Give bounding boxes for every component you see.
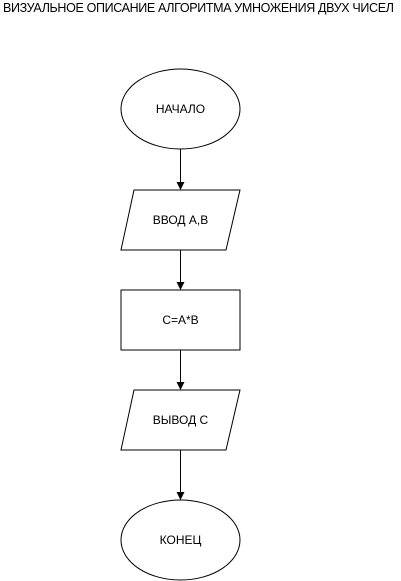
process-label: С=А*В [162,313,198,327]
start-node: НАЧАЛО [120,68,241,150]
end-label: КОНЕЦ [160,533,202,547]
output-parallelogram [120,389,241,451]
end-ellipse [120,499,241,581]
process-node: С=А*В [120,289,241,351]
output-node: ВЫВОД С [120,389,241,451]
input-parallelogram [120,189,241,251]
start-label: НАЧАЛО [156,102,205,116]
end-node: КОНЕЦ [120,499,241,581]
input-node: ВВОД А,В [120,189,241,251]
input-label: ВВОД А,В [153,213,208,227]
page-title: ВИЗУАЛЬНОЕ ОПИСАНИЕ АЛГОРИТМА УМНОЖЕНИЯ … [3,1,394,15]
output-label: ВЫВОД С [153,413,209,427]
